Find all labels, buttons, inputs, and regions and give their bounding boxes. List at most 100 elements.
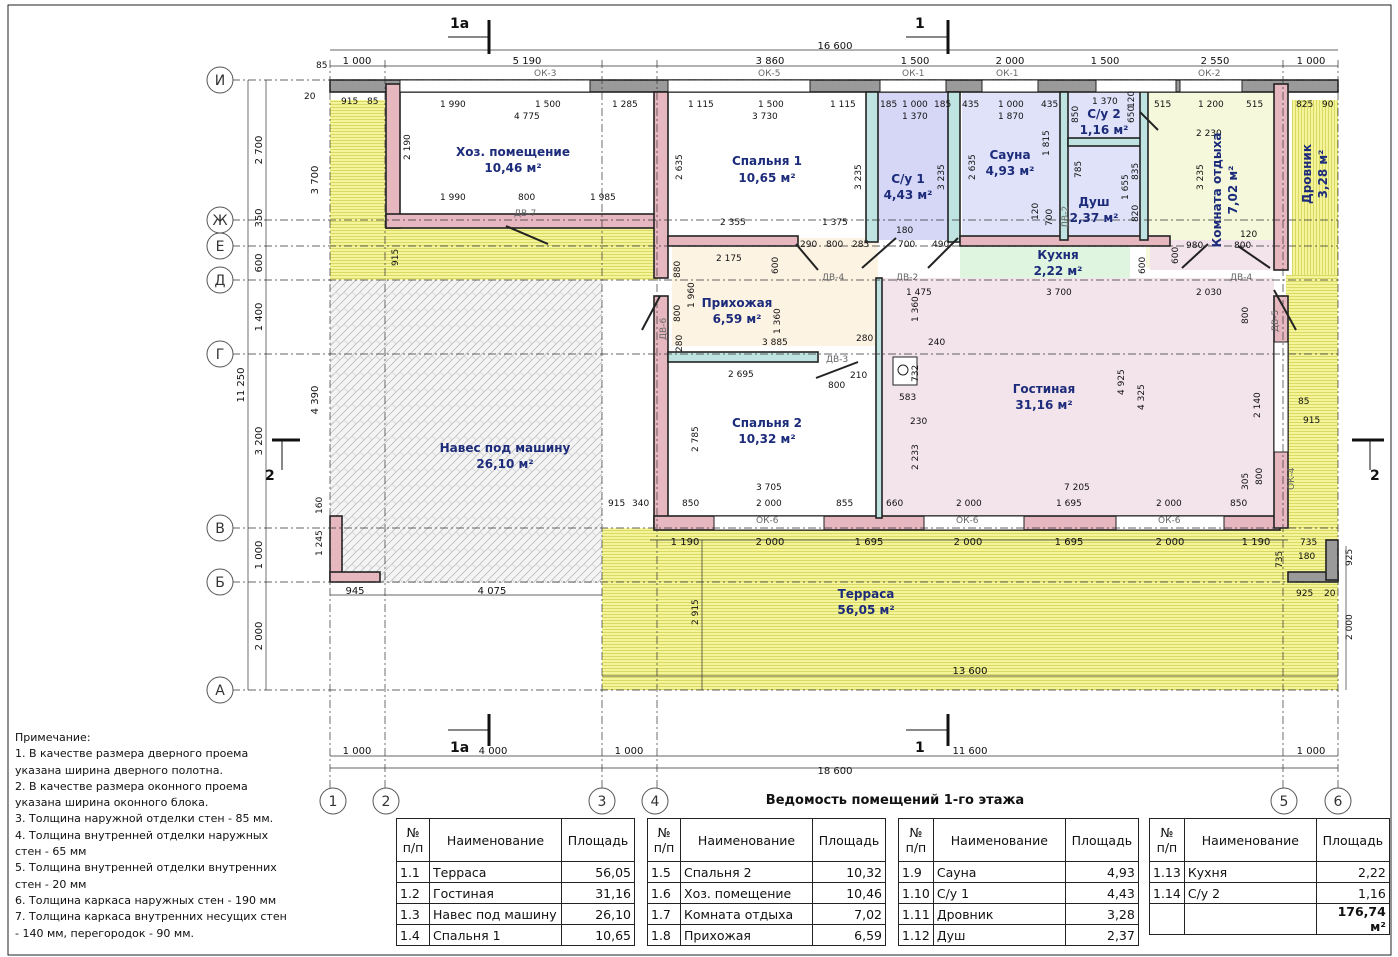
col-num: № п/п — [647, 818, 681, 862]
cell: 56,05 — [561, 861, 635, 883]
cell: 1.14 — [1149, 882, 1185, 904]
room-area: 1,16 м² — [1080, 123, 1129, 137]
dim-top: 1 500 — [901, 56, 930, 67]
table-row: 176,74 м² — [1149, 903, 1390, 935]
dim-misc: 800 — [1255, 468, 1265, 485]
section-label: 1а — [450, 16, 469, 32]
room-name: С/у 2 — [1087, 107, 1121, 121]
living-fill — [878, 278, 1274, 518]
dim-misc: 120 — [1127, 91, 1137, 108]
cell: Хоз. помещение — [680, 882, 813, 904]
dim-misc: 435 — [1041, 100, 1058, 110]
dim-misc: 20 — [304, 92, 316, 102]
room-area: 56,05 м² — [837, 603, 894, 617]
window-mark: ОК-1 — [996, 69, 1018, 79]
cell: 1.6 — [647, 882, 681, 904]
dim-misc: 650 — [1127, 106, 1137, 123]
dim-misc: 1 985 — [590, 193, 616, 203]
dim-misc: 3 235 — [1196, 164, 1206, 190]
dim-misc: 515 — [1154, 100, 1171, 110]
col-area: Площадь — [1315, 818, 1390, 862]
room-name: Сауна — [989, 148, 1030, 162]
dim-misc: 90 — [1322, 100, 1334, 110]
door-mark: ДВ-2 — [1061, 206, 1071, 228]
cell: 1.8 — [647, 924, 681, 946]
dim-misc: 515 — [1246, 100, 1263, 110]
dim-misc: 735 — [1300, 538, 1317, 548]
dim-misc: 3 705 — [756, 483, 782, 493]
room-area: 31,16 м² — [1015, 398, 1072, 412]
cell: 1.13 — [1149, 861, 1185, 883]
dim-misc: 2 190 — [403, 134, 413, 160]
cell: 6,59 — [812, 924, 886, 946]
dim-bottom-total: 18 600 — [818, 766, 853, 777]
cell: 1.11 — [898, 903, 934, 925]
dim-misc: 2 785 — [691, 426, 701, 452]
bath1-fill — [878, 92, 948, 240]
cell: 26,10 — [561, 903, 635, 925]
cell: Спальня 2 — [680, 861, 813, 883]
dim-misc: 4 775 — [514, 112, 540, 122]
dim-misc: 583 — [899, 393, 916, 403]
dim-misc: 4 925 — [1117, 369, 1127, 395]
dim-misc: 700 — [1045, 209, 1055, 226]
dim-misc: 1 500 — [535, 100, 561, 110]
axis-label: Ж — [212, 213, 227, 229]
dim-misc: 732 — [911, 365, 921, 382]
room-name: Душ — [1078, 195, 1109, 209]
dim-misc: 1 360 — [773, 308, 783, 334]
notes-title: Примечание: — [15, 731, 91, 744]
dim-misc: 800 — [1234, 241, 1251, 251]
dim-carport: 945 — [345, 586, 364, 597]
dim-misc: 2 915 — [691, 599, 701, 625]
cell: 1.3 — [396, 903, 430, 925]
cell: 3,28 — [1064, 903, 1139, 925]
dim-misc: 1 375 — [822, 218, 848, 228]
dim-left: 1 400 — [254, 303, 265, 332]
cell: 10,65 — [561, 924, 635, 946]
dim-left: 2 700 — [254, 136, 265, 165]
schedule-total: 176,74 м² — [1315, 903, 1390, 935]
terrace-hatch — [602, 528, 1338, 690]
dim-left: 1 000 — [254, 541, 265, 570]
dim-misc: 180 — [1298, 552, 1315, 562]
dim-misc: 3 700 — [1046, 288, 1072, 298]
note-item: 1. В качестве размера дверного проема ук… — [15, 747, 249, 777]
dim-misc: 2 175 — [716, 254, 742, 264]
dim-misc: 855 — [836, 499, 853, 509]
dim-misc: 2 695 — [728, 370, 754, 380]
dim-misc: 915 — [341, 97, 358, 107]
dim-bottom: 1 000 — [343, 746, 372, 757]
dim-misc: 280 — [675, 335, 685, 352]
axis-label: 2 — [382, 794, 391, 810]
dim-misc: 700 — [898, 240, 915, 250]
dim-misc: 820 — [1131, 205, 1141, 222]
dim-top: 5 190 — [513, 56, 542, 67]
window-mark: ОК-3 — [534, 69, 556, 79]
dim-misc: 2 635 — [675, 154, 685, 180]
dim-misc: 1 000 — [998, 100, 1024, 110]
dim-misc: 880 — [673, 261, 683, 278]
dim-misc: 1 000 — [902, 100, 928, 110]
dim-misc: 1 115 — [688, 100, 714, 110]
dim-misc: 925 — [1296, 589, 1313, 599]
cell: 10,46 — [812, 882, 886, 904]
note-item: 6. Толщина каркаса наружных стен - 190 м… — [15, 893, 277, 907]
cell: 1.4 — [396, 924, 430, 946]
stove — [892, 356, 918, 386]
window-mark: ОК-6 — [756, 516, 779, 526]
dim-top: 1 000 — [1297, 56, 1326, 67]
dim-misc: 290 — [800, 240, 817, 250]
dim-misc: 85 — [316, 61, 327, 71]
dim-misc: 2 000 — [1156, 499, 1182, 509]
room-name: Комната отдыха — [1210, 132, 1224, 247]
window-mark: ОК-4 — [1287, 467, 1297, 490]
axis-label: И — [215, 73, 225, 89]
dim-misc: 2 140 — [1253, 392, 1263, 418]
cell: Комната отдыха — [680, 903, 813, 925]
cell: Душ — [932, 924, 1066, 946]
cell: 1.7 — [647, 903, 681, 925]
dim-misc: 185 — [880, 100, 897, 110]
